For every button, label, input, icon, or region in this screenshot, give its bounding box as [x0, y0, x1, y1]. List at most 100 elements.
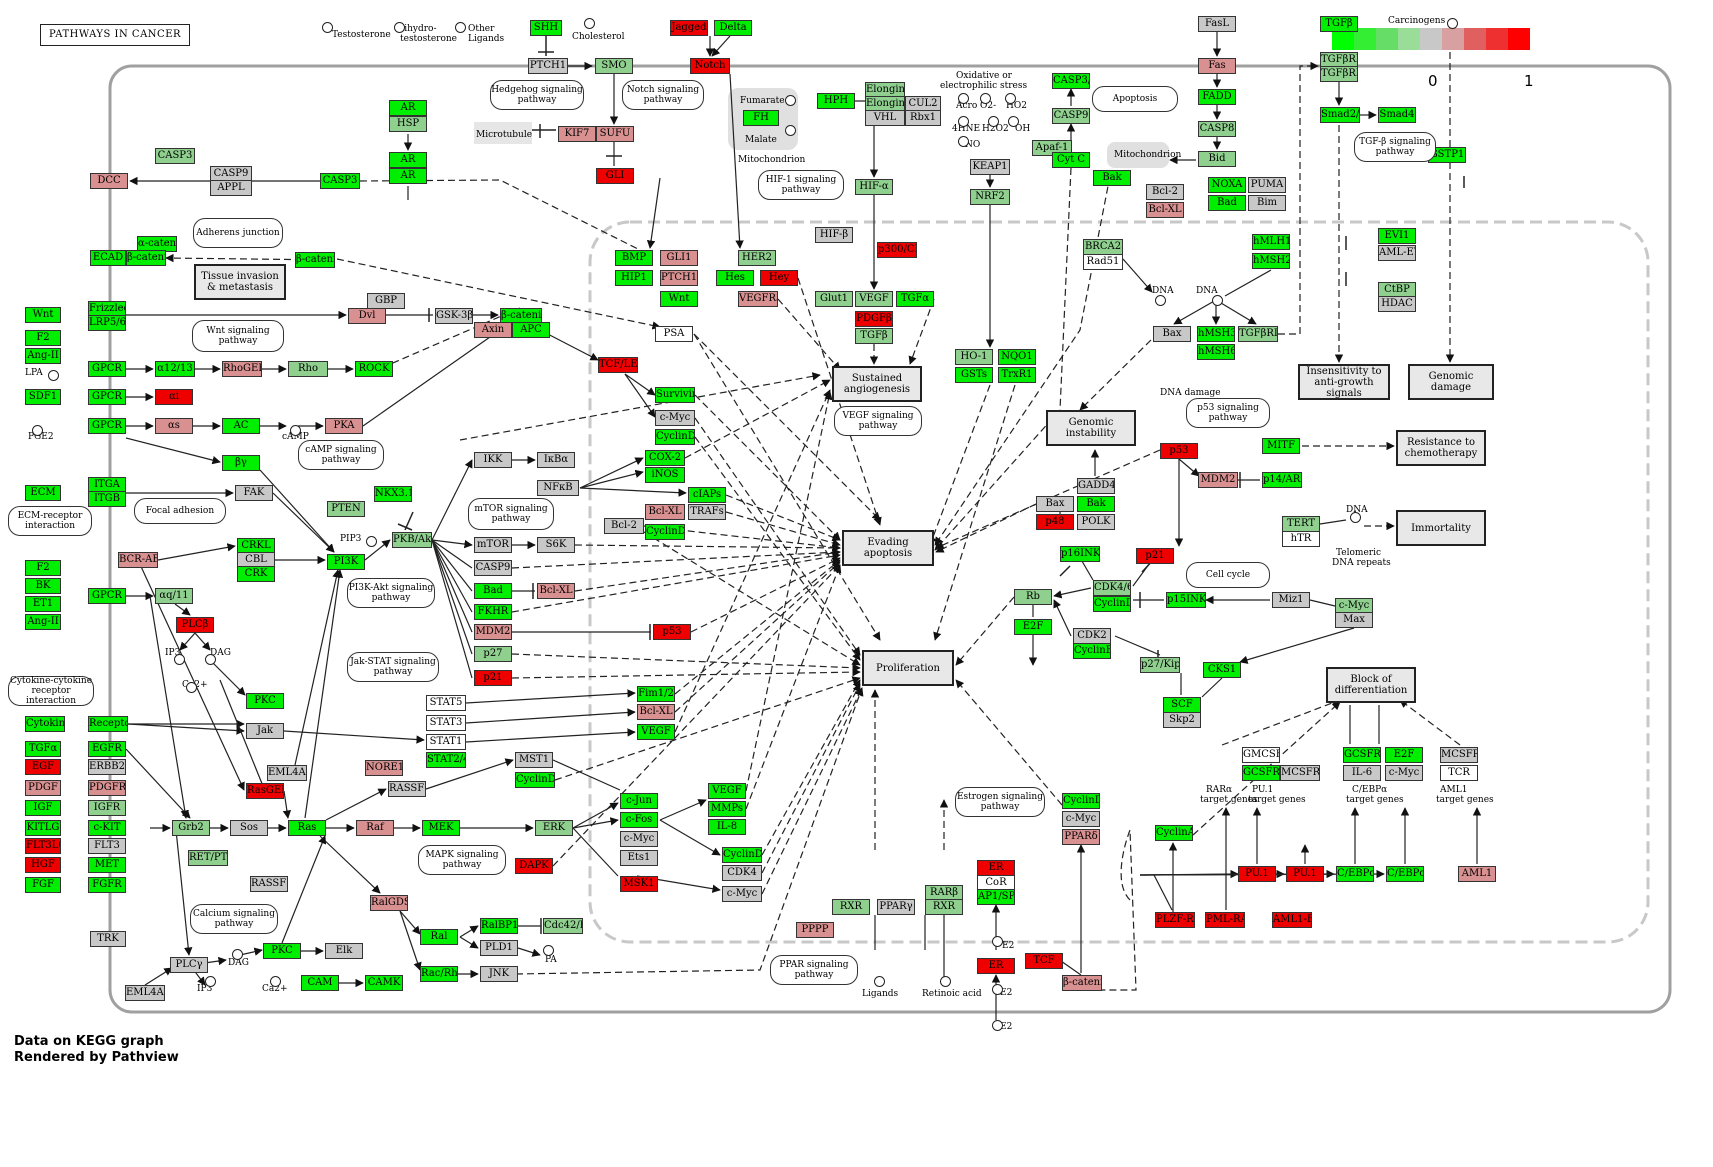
compound-node[interactable] [992, 1020, 1003, 1031]
compound-node[interactable] [186, 682, 197, 693]
gene-node[interactable]: c-Myc [1385, 765, 1423, 781]
gene-node[interactable]: MDM2 [1198, 472, 1238, 488]
gene-node[interactable]: Ral [420, 929, 458, 945]
gene-node[interactable]: EML4ALK [125, 985, 165, 1001]
gene-node[interactable]: p14/ARF [1262, 472, 1302, 488]
gene-node[interactable]: POLK [1077, 514, 1115, 530]
gene-node[interactable]: c-Myc [722, 886, 762, 902]
gene-node[interactable]: PKC [263, 943, 301, 959]
compound-node[interactable] [205, 654, 216, 665]
gene-node[interactable]: GLI [596, 168, 634, 184]
gene-node[interactable]: CyclinD1 [1062, 793, 1100, 809]
gene-node[interactable]: CASP9 [1052, 108, 1090, 124]
gene-node[interactable]: TGFα [25, 741, 61, 757]
gene-node[interactable]: NOXA [1208, 177, 1246, 193]
compound-node[interactable] [980, 93, 991, 104]
gene-node[interactable]: GCSFR [1242, 765, 1280, 781]
gene-node[interactable]: PML-RARα [1205, 912, 1245, 928]
process-node[interactable]: Evading apoptosis [842, 530, 934, 566]
compound-node[interactable] [1447, 18, 1458, 29]
gene-node[interactable]: Fim1/2 [637, 686, 675, 702]
gene-node[interactable]: KITLG [25, 820, 61, 836]
gene-node[interactable]: PDGFR [88, 780, 126, 796]
gene-node[interactable]: βγ [222, 455, 260, 471]
gene-node[interactable]: hMSH3 [1197, 326, 1235, 342]
pathway-link[interactable]: PPAR signaling pathway [770, 955, 858, 985]
gene-node[interactable]: TCF [1025, 953, 1063, 969]
gene-node[interactable]: p53 [1160, 443, 1198, 459]
gene-node[interactable]: Cytokine [25, 716, 65, 732]
pathway-link[interactable]: Hedgehog signaling pathway [490, 80, 584, 110]
gene-node[interactable]: RXR [925, 899, 963, 915]
gene-node[interactable]: Ras [288, 820, 326, 836]
gene-node[interactable]: GPCR [88, 418, 126, 434]
gene-node[interactable]: α12/13 [155, 361, 195, 377]
gene-node[interactable]: CAMK [365, 975, 403, 991]
gene-node[interactable]: BCR-ABL [118, 552, 158, 568]
gene-node[interactable]: p300/CBP [877, 242, 917, 258]
gene-node[interactable]: MCSFR [1440, 747, 1478, 763]
pathway-link[interactable]: Wnt signaling pathway [192, 320, 284, 352]
process-node[interactable]: Block of differentiation [1326, 667, 1416, 703]
gene-node[interactable]: p27/Kip1 [1140, 657, 1180, 673]
gene-node[interactable]: AC [222, 418, 260, 434]
gene-node[interactable]: AR [389, 100, 427, 116]
gene-node[interactable]: c-Jun [620, 793, 658, 809]
compound-node[interactable] [1212, 295, 1223, 306]
gene-node[interactable]: Wnt [660, 291, 698, 307]
gene-node[interactable]: C/EBPα [1336, 866, 1374, 882]
gene-node[interactable]: β-catenin [126, 250, 166, 266]
gene-node[interactable]: CASP3 [155, 148, 195, 164]
gene-node[interactable]: Rad51 [1083, 254, 1123, 270]
gene-node[interactable]: p16INK4a [1060, 546, 1100, 562]
gene-node[interactable]: RET/PTC [188, 850, 228, 866]
gene-node[interactable]: PPARγ [877, 899, 915, 915]
pathway-link[interactable]: MAPK signaling pathway [418, 845, 506, 875]
gene-node[interactable]: BRCA2 [1083, 239, 1123, 255]
gene-node[interactable]: MSK1 [620, 876, 658, 892]
pathway-link[interactable]: Cytokine-cytokine receptor interaction [8, 676, 94, 706]
gene-node[interactable]: VEGFR3 [738, 291, 778, 307]
gene-node[interactable]: Bcl-XL [1146, 202, 1184, 218]
gene-node[interactable]: Bcl-XL [645, 504, 685, 520]
gene-node[interactable]: ITGB [88, 491, 126, 507]
gene-node[interactable]: Smad4 [1378, 107, 1416, 123]
gene-node[interactable]: Bid [1198, 151, 1236, 167]
gene-node[interactable]: MDM2 [474, 624, 512, 640]
compound-node[interactable] [584, 18, 595, 29]
gene-node[interactable]: CDK4/6 [1093, 580, 1131, 596]
compound-node[interactable] [958, 93, 969, 104]
gene-node[interactable]: Ang-II [25, 348, 61, 364]
process-node[interactable]: Genomic damage [1408, 364, 1494, 400]
gene-node[interactable]: KIF7 [558, 126, 596, 142]
gene-node[interactable]: ERBB2 [88, 759, 126, 775]
gene-node[interactable]: PTCH1,2 [660, 270, 698, 286]
gene-node[interactable]: VHL [865, 110, 905, 126]
gene-node[interactable]: COX-2 [645, 450, 685, 466]
compound-node[interactable] [394, 22, 405, 33]
gene-node[interactable]: PLD1 [480, 940, 518, 956]
gene-node[interactable]: CASP3/7 [1052, 73, 1090, 89]
gene-node[interactable]: FKHR [474, 604, 512, 620]
gene-node[interactable]: ECAD [90, 250, 126, 266]
gene-node[interactable]: RASSF1 [388, 781, 426, 797]
gene-node[interactable]: VEGF [855, 291, 893, 307]
gene-node[interactable]: PTEN [327, 501, 365, 517]
gene-node[interactable]: HGF [25, 857, 61, 873]
gene-node[interactable]: Raf [356, 820, 394, 836]
gene-node[interactable]: FasL [1198, 16, 1236, 32]
gene-node[interactable]: TGFβRII [1320, 66, 1358, 82]
pathway-link[interactable]: Notch signaling pathway [622, 80, 704, 110]
pathway-link[interactable]: mTOR signaling pathway [468, 498, 554, 530]
gene-node[interactable]: EVI1 [1378, 228, 1416, 244]
gene-node[interactable]: RXR [832, 899, 870, 915]
gene-node[interactable]: FAK [235, 485, 273, 501]
gene-node[interactable]: Fas [1198, 58, 1236, 74]
compound-node[interactable] [988, 116, 999, 127]
gene-node[interactable]: PLCβ [176, 617, 214, 633]
gene-node[interactable]: TGFα [896, 291, 934, 307]
gene-node[interactable]: GSTs [955, 367, 993, 383]
gene-node[interactable]: TrxR1 [998, 367, 1036, 383]
gene-node[interactable]: DCC [90, 173, 128, 189]
gene-node[interactable]: SUFU [596, 126, 634, 142]
